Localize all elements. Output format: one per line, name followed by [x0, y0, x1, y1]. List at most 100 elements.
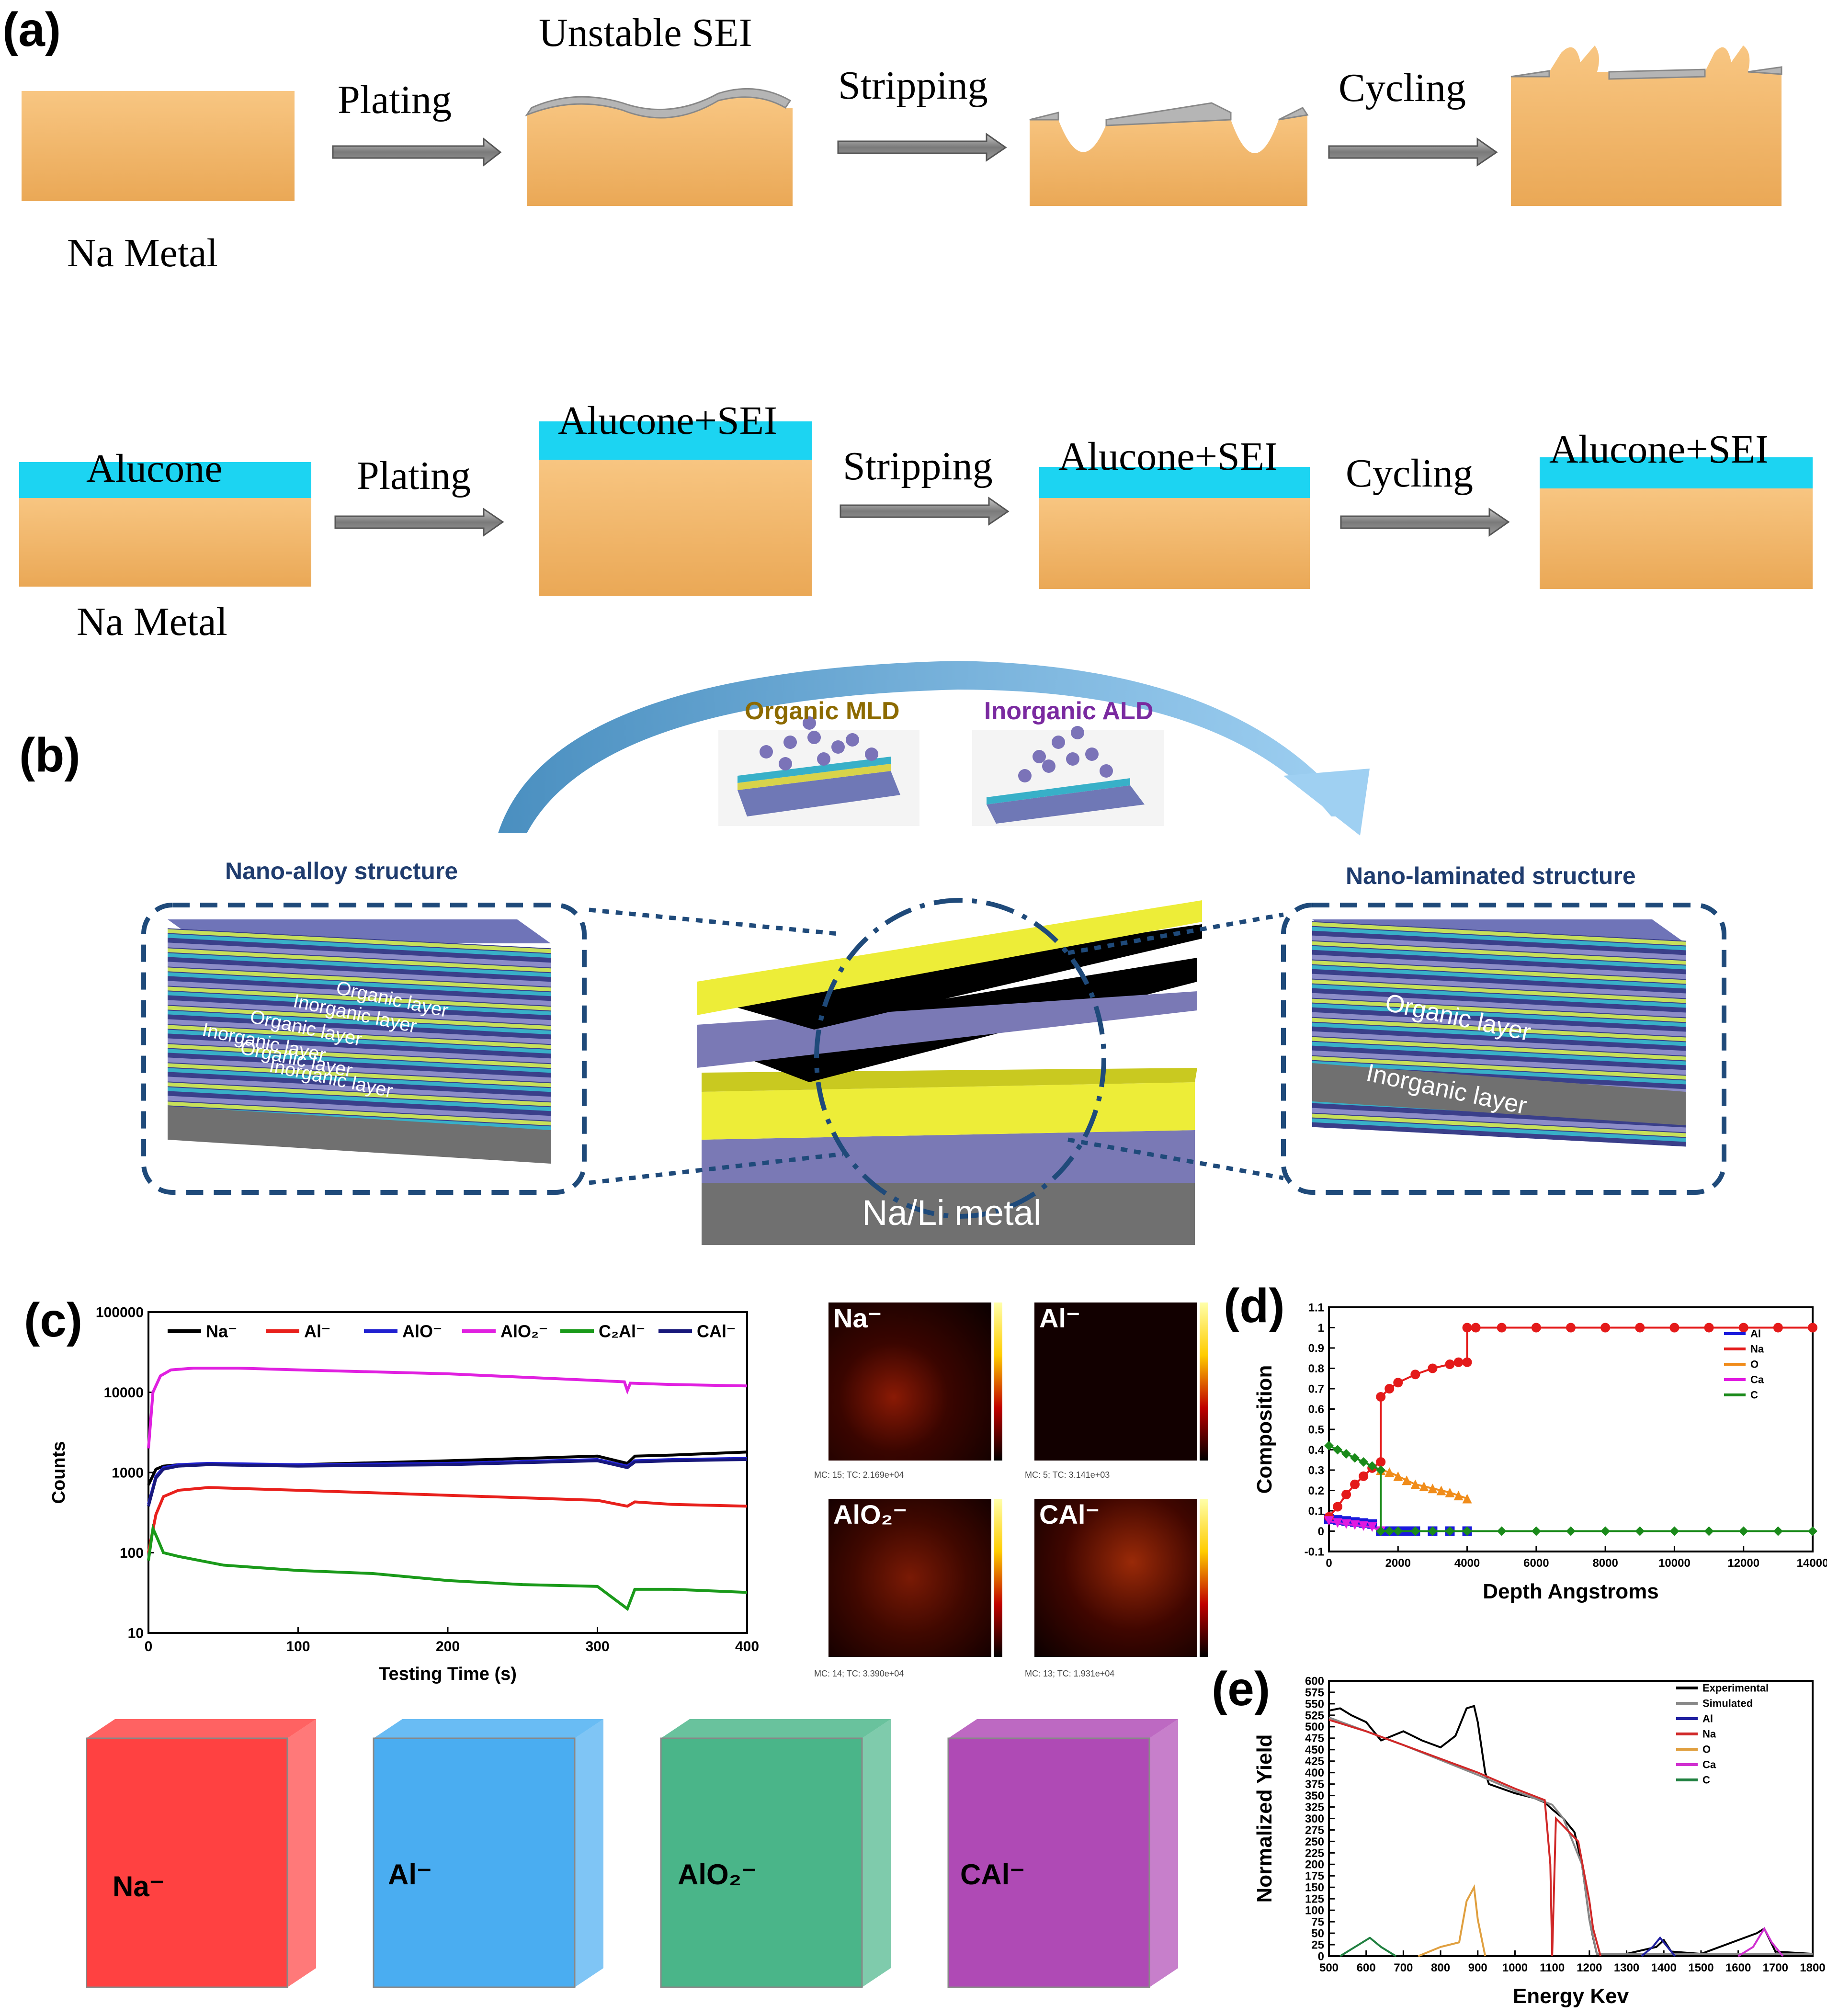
row1-unstable-sei-block: [525, 88, 793, 206]
data-point: [1384, 1526, 1395, 1536]
x-tick-label: 6000: [1523, 1557, 1549, 1570]
row2-cycling-label: Cycling: [1346, 451, 1473, 496]
data-point: [1445, 1526, 1455, 1536]
data-point: [1376, 1526, 1386, 1536]
legend-label: Al: [1750, 1328, 1761, 1340]
map-cal-footer: MC: 13; TC: 1.931e+04: [1025, 1669, 1115, 1678]
y-axis-label: Counts: [49, 1441, 69, 1504]
x-tick-label: 1100: [1540, 1961, 1565, 1974]
row2-plating-label: Plating: [357, 453, 471, 498]
substrate-label: Na/Li metal: [862, 1193, 1042, 1233]
data-point: [1453, 1491, 1464, 1501]
data-point: [1462, 1526, 1472, 1536]
data-point: [1341, 1449, 1351, 1459]
data-point: [1428, 1363, 1438, 1373]
data-point: [1333, 1502, 1343, 1512]
legend-label: C: [1702, 1774, 1710, 1786]
x-tick-label: 1600: [1725, 1961, 1751, 1974]
x-tick-label: 14000: [1797, 1557, 1827, 1570]
y-tick-label: 100000: [96, 1305, 144, 1321]
map-al-colorbar: [1200, 1302, 1208, 1461]
cube-top-0: [86, 1719, 316, 1738]
data-point: [1359, 1521, 1369, 1531]
y-tick-label: 350: [1305, 1789, 1324, 1802]
legend-label: C₂Al⁻: [599, 1322, 645, 1341]
row1-plating-arrow: [332, 137, 502, 167]
nano-laminated-title: Nano-laminated structure: [1346, 862, 1636, 889]
cube-front-1: [374, 1738, 575, 1987]
y-tick-label: 375: [1305, 1778, 1324, 1791]
y-tick-label: 450: [1305, 1744, 1324, 1756]
cube-side-0: [287, 1719, 316, 1987]
row1-na-metal-block: [22, 91, 295, 201]
map-alo2: AlO₂⁻: [828, 1499, 991, 1657]
data-point: [1410, 1526, 1420, 1536]
row2-stage3-label: Alucone+SEI: [1549, 427, 1769, 472]
y-tick-label: 275: [1305, 1824, 1324, 1837]
series-line-4: [1328, 1445, 1813, 1532]
y-tick-label: -0.1: [1305, 1545, 1324, 1558]
data-point: [1531, 1526, 1541, 1536]
row2-plating-arrow: [334, 508, 504, 537]
y-tick-label: 1: [1318, 1322, 1324, 1335]
x-tick-label: 300: [585, 1639, 609, 1654]
data-point: [1436, 1485, 1446, 1495]
legend-label: Ca: [1750, 1374, 1764, 1386]
data-point: [1566, 1526, 1576, 1536]
data-point: [1704, 1526, 1714, 1536]
cube-na-label: Na⁻: [113, 1870, 165, 1903]
y-tick-label: 25: [1311, 1938, 1324, 1951]
panel-c-3d-cubes: [86, 1719, 1178, 1988]
x-tick-label: 2000: [1385, 1557, 1411, 1570]
series-line-6: [1339, 1937, 1396, 1957]
map-na-label: Na⁻: [833, 1303, 882, 1333]
data-point: [1566, 1323, 1576, 1333]
panel-b-label: (b): [19, 728, 80, 782]
map-al-label: Al⁻: [1039, 1303, 1080, 1333]
x-tick-label: 10000: [1658, 1557, 1691, 1570]
legend-label: AlO⁻: [402, 1322, 442, 1341]
nano-alloy-title: Nano-alloy structure: [225, 858, 458, 884]
panel-a-label: (a): [2, 3, 61, 57]
x-tick-label: 600: [1357, 1961, 1376, 1974]
panel-d-label: (d): [1224, 1279, 1285, 1333]
y-tick-label: 50: [1311, 1927, 1324, 1940]
row2-stripping-label: Stripping: [843, 444, 993, 488]
data-point: [1376, 1392, 1386, 1402]
row2-stage1-label: Alucone+SEI: [558, 398, 777, 443]
series-line-1: [147, 1486, 748, 1553]
data-point: [1367, 1522, 1377, 1532]
y-tick-label: 0.7: [1308, 1382, 1324, 1395]
cube-front-0: [86, 1738, 287, 1987]
x-tick-label: 1000: [1502, 1961, 1528, 1974]
data-point: [1341, 1490, 1351, 1499]
cube-side-1: [575, 1719, 603, 1987]
nano-laminated-stack: [1312, 919, 1686, 1147]
map-cal-label: CAl⁻: [1039, 1499, 1100, 1529]
legend-label: Experimental: [1702, 1682, 1769, 1694]
cube-top-2: [661, 1719, 891, 1738]
y-tick-label: 0: [1318, 1525, 1324, 1538]
data-point: [1350, 1520, 1360, 1530]
data-point: [1324, 1516, 1334, 1526]
plot-frame: [1328, 1306, 1814, 1552]
x-axis-label: Testing Time (s): [379, 1664, 517, 1684]
x-tick-label: 900: [1468, 1961, 1487, 1974]
panel-b-schematic: [141, 661, 1726, 1245]
x-tick-label: 100: [286, 1639, 310, 1654]
legend-label: CAl⁻: [697, 1322, 736, 1341]
legend-label: C: [1750, 1389, 1758, 1401]
data-point: [1531, 1323, 1541, 1333]
data-point: [1462, 1494, 1472, 1504]
cube-top-3: [948, 1719, 1178, 1738]
cube-side-3: [1149, 1719, 1178, 1987]
data-point: [1333, 1518, 1343, 1528]
legend-label: O: [1702, 1744, 1711, 1756]
plot-frame: [1328, 1680, 1814, 1957]
y-tick-label: 0.3: [1308, 1464, 1324, 1477]
data-point: [1333, 1445, 1343, 1455]
y-tick-label: 500: [1305, 1721, 1324, 1733]
data-point: [1384, 1467, 1395, 1477]
y-tick-label: 200: [1305, 1858, 1324, 1871]
data-point: [1384, 1384, 1395, 1393]
